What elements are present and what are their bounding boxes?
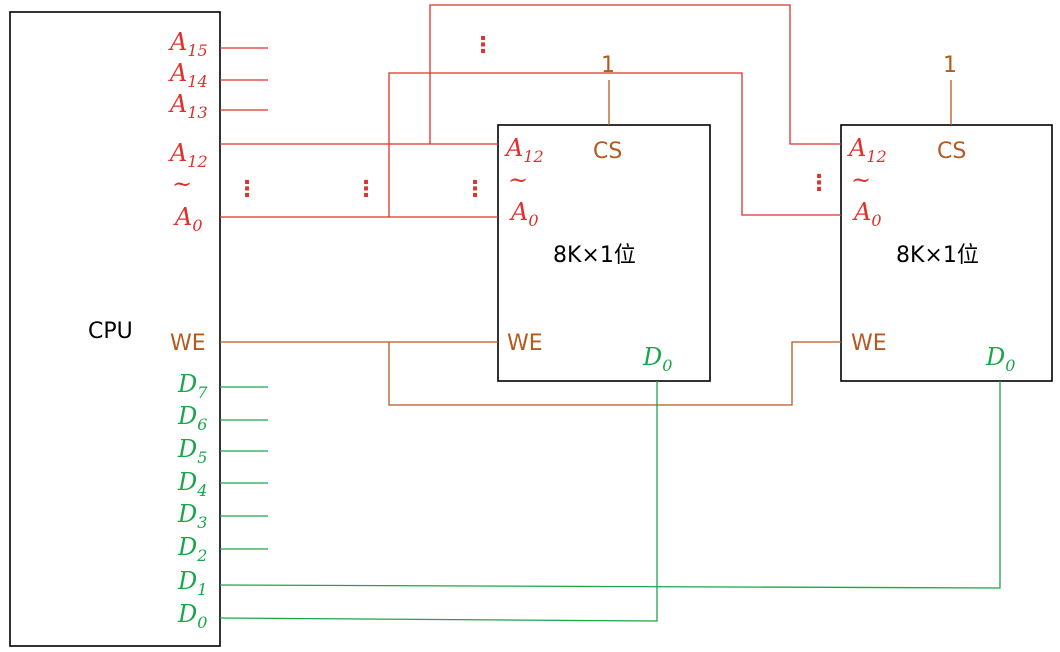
ellipsis-top-route: ⋮	[472, 33, 494, 58]
chip-1-labels: 1 CS A12 ~ A0 8K×1位 WE D0	[504, 53, 672, 375]
chip1-a12-label: A12	[504, 134, 544, 166]
a0-wire-chip2	[388, 72, 841, 217]
chip1-range-sign: ~	[508, 166, 528, 194]
cpu-d5-label: D5	[177, 435, 207, 467]
chip2-capacity-label: 8K×1位	[896, 243, 979, 268]
cpu-label: CPU	[88, 319, 133, 344]
chip1-cs-value: 1	[601, 53, 615, 78]
chip2-we-label: WE	[851, 331, 887, 356]
chip2-cs-value: 1	[943, 53, 957, 78]
a12-wire-chip2	[429, 4, 841, 145]
chip1-d0-label: D0	[642, 343, 672, 375]
cpu-d4-label: D4	[177, 468, 207, 500]
cpu-a0-label: A0	[173, 203, 203, 235]
ellipsis-chip2-input: ⋮	[808, 171, 830, 196]
chip-2-block	[840, 124, 1053, 382]
cpu-d7-label: D7	[177, 370, 208, 402]
cpu-a14-label: A14	[168, 59, 208, 91]
we-bus	[220, 341, 841, 406]
data-bus	[219, 381, 1001, 622]
cpu-d6-label: D6	[177, 402, 207, 434]
chip2-range-sign: ~	[851, 166, 871, 194]
cpu-d1-label: D1	[177, 567, 207, 599]
ellipsis-chip1-input: ⋮	[464, 177, 486, 202]
d1-wire-chip2	[219, 381, 1001, 589]
chip-1-block	[497, 124, 711, 382]
ellipsis-bus: ⋮	[355, 177, 377, 202]
cpu-data-labels: D7 D6 D5 D4 D3 D2 D1 D0	[177, 370, 208, 632]
chip2-d0-label: D0	[985, 343, 1015, 375]
cpu-d3-label: D3	[177, 500, 207, 532]
address-bus	[220, 4, 841, 218]
ellipsis-cpu: ⋮	[236, 177, 258, 202]
chip1-capacity-label: 8K×1位	[553, 243, 636, 268]
chip2-cs-label: CS	[937, 139, 966, 164]
cpu-d0-label: D0	[177, 600, 207, 632]
chip1-a0-label: A0	[509, 198, 539, 230]
we-wire-chip2	[388, 341, 841, 406]
cpu-block	[9, 11, 221, 647]
cpu-a13-label: A13	[168, 90, 208, 122]
cpu-range-sign: ~	[172, 170, 192, 198]
cpu-we-label: WE	[170, 331, 206, 356]
chip1-we-label: WE	[507, 331, 543, 356]
chip2-a12-label: A12	[847, 134, 887, 166]
d0-wire-chip1	[219, 381, 658, 622]
cpu-a15-label: A15	[168, 28, 208, 60]
cpu-d2-label: D2	[177, 533, 207, 565]
chip-2-labels: 1 CS A12 ~ A0 8K×1位 WE D0	[847, 53, 1015, 375]
cpu-address-labels: A15 A14 A13 A12 ~ A0	[168, 28, 208, 235]
chip1-cs-label: CS	[593, 139, 622, 164]
cpu-a12-label: A12	[168, 139, 208, 171]
chip2-a0-label: A0	[852, 198, 882, 230]
ellipsis-marks: ⋮ ⋮ ⋮ ⋮ ⋮	[236, 33, 830, 202]
